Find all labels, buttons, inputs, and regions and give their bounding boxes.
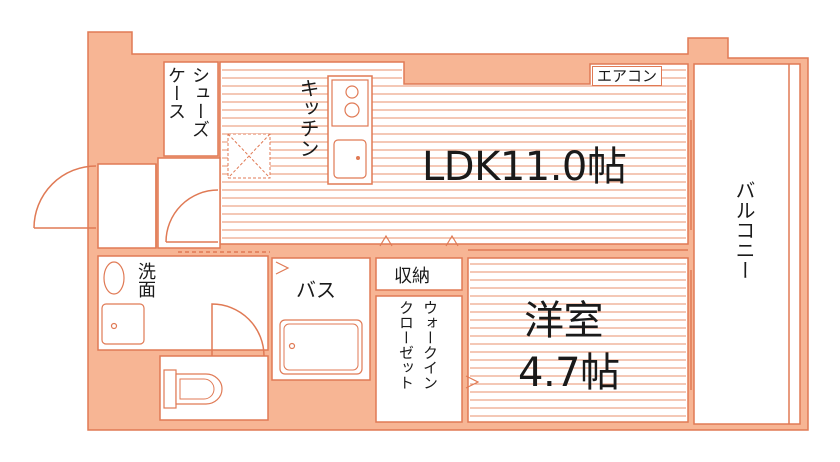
sink-drain <box>356 156 360 160</box>
corridor-door-swing <box>165 189 219 243</box>
toilet-seat <box>179 378 215 400</box>
western-room-size: 4.7帖 <box>518 350 620 396</box>
shoes-case-label-line2: ズ <box>189 120 210 138</box>
kitchen-label: キッチン <box>296 78 320 158</box>
walkin-closet <box>375 295 463 423</box>
fridge-cross-2 <box>227 133 271 179</box>
ldk-label: LDK11.0帖 <box>422 144 627 190</box>
corridor <box>157 157 221 249</box>
western-room-hatching <box>470 263 686 417</box>
bath-door-mark <box>275 261 290 275</box>
entry-door-swing <box>33 165 97 229</box>
vanity-basin <box>103 261 125 295</box>
entrance <box>97 163 157 249</box>
balcony-area <box>693 63 801 425</box>
washing-machine <box>101 303 145 345</box>
shoes-case-label-line1: シュー <box>189 66 210 120</box>
western-room-label: 洋室 <box>524 298 604 344</box>
bath-drain <box>288 342 296 350</box>
toilet-door-swing <box>211 303 265 357</box>
walkin-closet-label-line2: クローゼット <box>397 300 415 390</box>
storage-door-mark-left <box>379 234 393 247</box>
storage <box>375 257 463 291</box>
storage-door-mark-right <box>445 234 459 247</box>
storage-label: 収納 <box>394 266 430 287</box>
bath-label: バス <box>296 278 336 302</box>
toilet-tank <box>163 369 177 409</box>
burner-top <box>345 85 359 99</box>
washer-drain <box>110 322 118 330</box>
bathtub <box>279 319 363 375</box>
sink <box>333 139 367 179</box>
shoes-case-label-line3: ケース <box>165 66 186 120</box>
aircon-label: エアコン <box>592 66 663 86</box>
walkin-closet-label-line1: ウォークイン <box>421 300 439 390</box>
bathtub-inner <box>283 323 359 371</box>
balcony-label: バルコニー <box>732 180 756 280</box>
shoes-case <box>163 61 219 157</box>
burner-bottom <box>344 102 360 118</box>
closet-door-mark <box>465 375 480 389</box>
washroom-label: 洗面 <box>135 262 156 298</box>
western-room-floor <box>467 257 689 423</box>
